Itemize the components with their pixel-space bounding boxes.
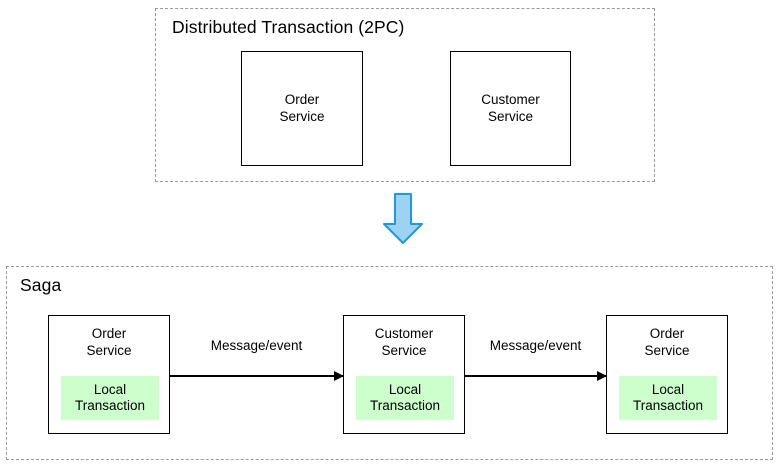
box-saga-order-service-1[interactable]: Order Service Local Transaction — [48, 315, 170, 434]
box-2pc-order-service[interactable]: Order Service — [241, 51, 363, 166]
arrowhead-icon — [597, 371, 607, 381]
arrowhead-icon — [334, 371, 344, 381]
connector-label-1: Message/event — [210, 338, 303, 353]
local-transaction-badge: Local Transaction — [356, 376, 454, 420]
connector-arrow-2 — [465, 371, 607, 381]
group-saga — [6, 266, 773, 460]
downward-blue-arrow-icon — [382, 193, 424, 245]
local-transaction-badge: Local Transaction — [61, 376, 159, 420]
group-distributed-transaction-2pc — [155, 8, 655, 182]
group-title-distributed-transaction-2pc: Distributed Transaction (2PC) — [172, 17, 405, 37]
connector-shaft — [465, 375, 606, 377]
box-label-order-service: Order Service — [86, 326, 132, 358]
connector-label-2: Message/event — [489, 338, 582, 353]
connector-shaft — [170, 375, 343, 377]
box-saga-order-service-2[interactable]: Order Service Local Transaction — [606, 315, 728, 434]
group-title-saga: Saga — [20, 275, 62, 295]
local-transaction-badge: Local Transaction — [619, 376, 717, 420]
box-2pc-customer-service[interactable]: Customer Service — [450, 51, 571, 166]
box-label-order-service: Order Service — [279, 92, 325, 124]
box-label-customer-service: Customer Service — [374, 326, 434, 358]
downward-blue-arrow-svg — [383, 193, 423, 244]
connector-arrow-1 — [170, 371, 344, 381]
box-label-customer-service: Customer Service — [481, 92, 540, 124]
box-label-order-service: Order Service — [644, 326, 690, 358]
box-saga-customer-service[interactable]: Customer Service Local Transaction — [343, 315, 465, 434]
